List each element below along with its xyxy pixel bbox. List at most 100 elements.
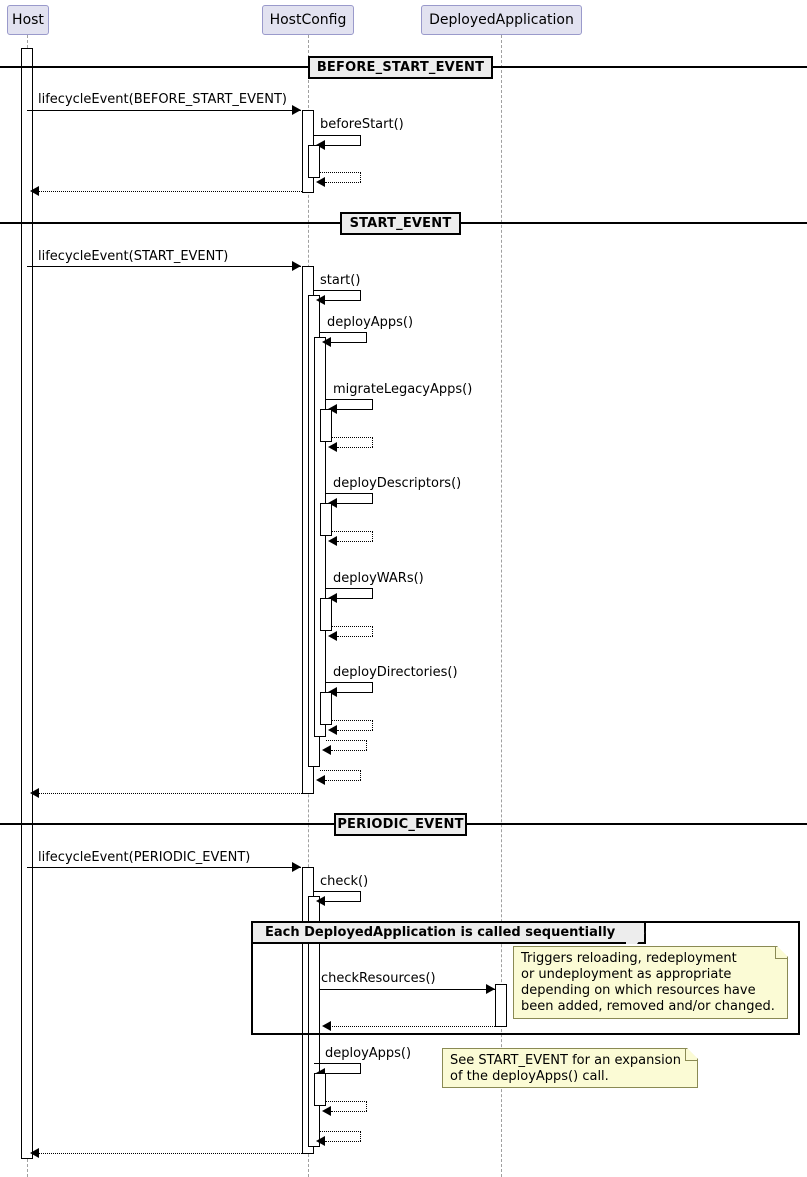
message-arrowhead-m20 [486,984,495,994]
message-line-m14-out [326,682,373,683]
message-text: beforeStart() [320,117,404,132]
message-arrowhead-m16b [316,775,325,785]
message-label-lifecycle-periodic: lifecycleEvent(PERIODIC_EVENT) [38,850,250,865]
message-text: start() [320,273,361,288]
message-line-m19-down [360,891,361,901]
message-label-lifecycle-before-start: lifecycleEvent(BEFORE_START_EVENT) [38,92,287,107]
message-arrowhead-m4 [30,186,39,196]
message-line-m25 [36,1153,302,1154]
message-line-m16-in [331,750,367,751]
message-label-deployapps-periodic: deployApps() [325,1046,411,1061]
message-arrowhead-m1 [292,105,301,115]
message-arrowhead-m21 [322,1021,331,1031]
message-line-m7-in [331,342,367,343]
message-label-deployapps-start: deployApps() [327,315,413,330]
message-line-m7-down [366,332,367,342]
message-label-deploydescriptors: deployDescriptors() [333,476,461,491]
message-label-start: start() [320,273,360,288]
message-arrowhead-m15 [328,725,337,735]
message-label-checkresources: checkResources() [321,971,436,986]
message-line-m3-in [325,182,361,183]
message-line-m16-down [366,740,367,750]
message-text: lifecycleEvent(BEFORE_START_EVENT) [38,92,287,107]
participant-host[interactable]: Host [7,5,49,35]
message-label-deploywars: deployWARs() [333,571,424,586]
message-arrowhead-m6 [316,295,325,305]
note-check-resources-text: Triggers reloading, redeployment or unde… [521,951,775,1014]
divider-periodic-event: PERIODIC_EVENT [334,813,467,836]
lifeline-deployedapplication [501,35,502,1177]
message-text: migrateLegacyApps() [333,382,473,397]
activation-hostconfig-deployapps-l3 [314,337,326,737]
message-line-m12-out [326,588,373,589]
message-label-deploydirectories: deployDirectories() [333,665,458,680]
message-text: check() [320,874,369,889]
message-line-m5 [27,266,301,267]
message-line-m9-in [337,447,373,448]
message-arrowhead-m25 [30,1148,39,1158]
message-line-m6-out [314,290,361,291]
message-line-m12-down [372,588,373,598]
message-line-m2-out [314,135,361,136]
participant-host-label: Host [12,12,44,28]
message-line-m23-in [331,1111,367,1112]
message-line-m10-down [372,493,373,503]
divider-line-periodic-right [465,823,807,825]
divider-periodic-event-label: PERIODIC_EVENT [337,817,464,832]
message-text: deployDirectories() [333,665,458,680]
activation-hostconfig-deployapps-periodic-l3 [314,1073,326,1106]
message-line-m23-down [366,1101,367,1111]
message-line-m15-down [372,720,373,730]
message-line-m1 [27,110,301,111]
divider-before-start-event-label: BEFORE_START_EVENT [316,60,485,75]
activation-hostconfig-deploydescriptors-l4 [320,503,332,536]
message-arrowhead-m13 [328,631,337,641]
group-title-corner-icon [626,921,646,944]
message-line-m9-out [332,437,373,438]
divider-before-start-event: BEFORE_START_EVENT [308,56,493,79]
message-line-m14-in [337,692,373,693]
message-line-m15-in [337,730,373,731]
message-text: deployApps() [327,315,414,330]
message-text: deployDescriptors() [333,476,462,491]
message-line-m24-out [320,1131,361,1132]
message-line-m16-out [326,740,367,741]
divider-line-periodic-left [0,823,336,825]
group-title-each-deployed-application: Each DeployedApplication is called seque… [251,921,646,944]
group-title-label: Each DeployedApplication is called seque… [265,925,616,940]
message-text: lifecycleEvent(PERIODIC_EVENT) [38,850,251,865]
message-text: lifecycleEvent(START_EVENT) [38,249,229,264]
message-line-m19-out [314,891,361,892]
message-text: deployWARs() [333,571,424,586]
message-line-m7-out [320,332,367,333]
message-arrowhead-m3 [316,177,325,187]
message-line-m10-out [326,493,373,494]
participant-hostconfig[interactable]: HostConfig [262,5,354,35]
message-line-m24-down [360,1131,361,1141]
note-deploy-apps-text: See START_EVENT for an expansion of the … [450,1053,681,1084]
message-line-m3-out [320,172,361,173]
message-text: checkResources() [321,971,436,986]
activation-hostconfig-deploywars-l4 [320,598,332,631]
activation-host [21,48,33,1159]
message-line-m16b-in [325,780,361,781]
message-arrowhead-m19 [316,896,325,906]
message-line-m18 [27,867,301,868]
message-line-m11-down [372,531,373,541]
message-line-m16b-out [320,770,361,771]
participant-deployedapplication[interactable]: DeployedApplication [421,5,582,35]
message-line-m22-down [360,1063,361,1073]
divider-line-start-left [0,222,342,224]
message-label-before-start: beforeStart() [320,117,404,132]
message-line-m13-in [337,636,373,637]
divider-start-event: START_EVENT [340,212,461,235]
message-arrowhead-m7 [322,337,331,347]
message-arrowhead-m23 [322,1106,331,1116]
message-arrowhead-m17 [30,788,39,798]
message-label-lifecycle-start: lifecycleEvent(START_EVENT) [38,249,228,264]
message-line-m17 [36,793,302,794]
note-fold-icon [685,1049,697,1061]
activation-hostconfig-migratelegacyapps-l4 [320,409,332,442]
message-label-check: check() [320,874,368,889]
message-line-m10-in [337,503,373,504]
